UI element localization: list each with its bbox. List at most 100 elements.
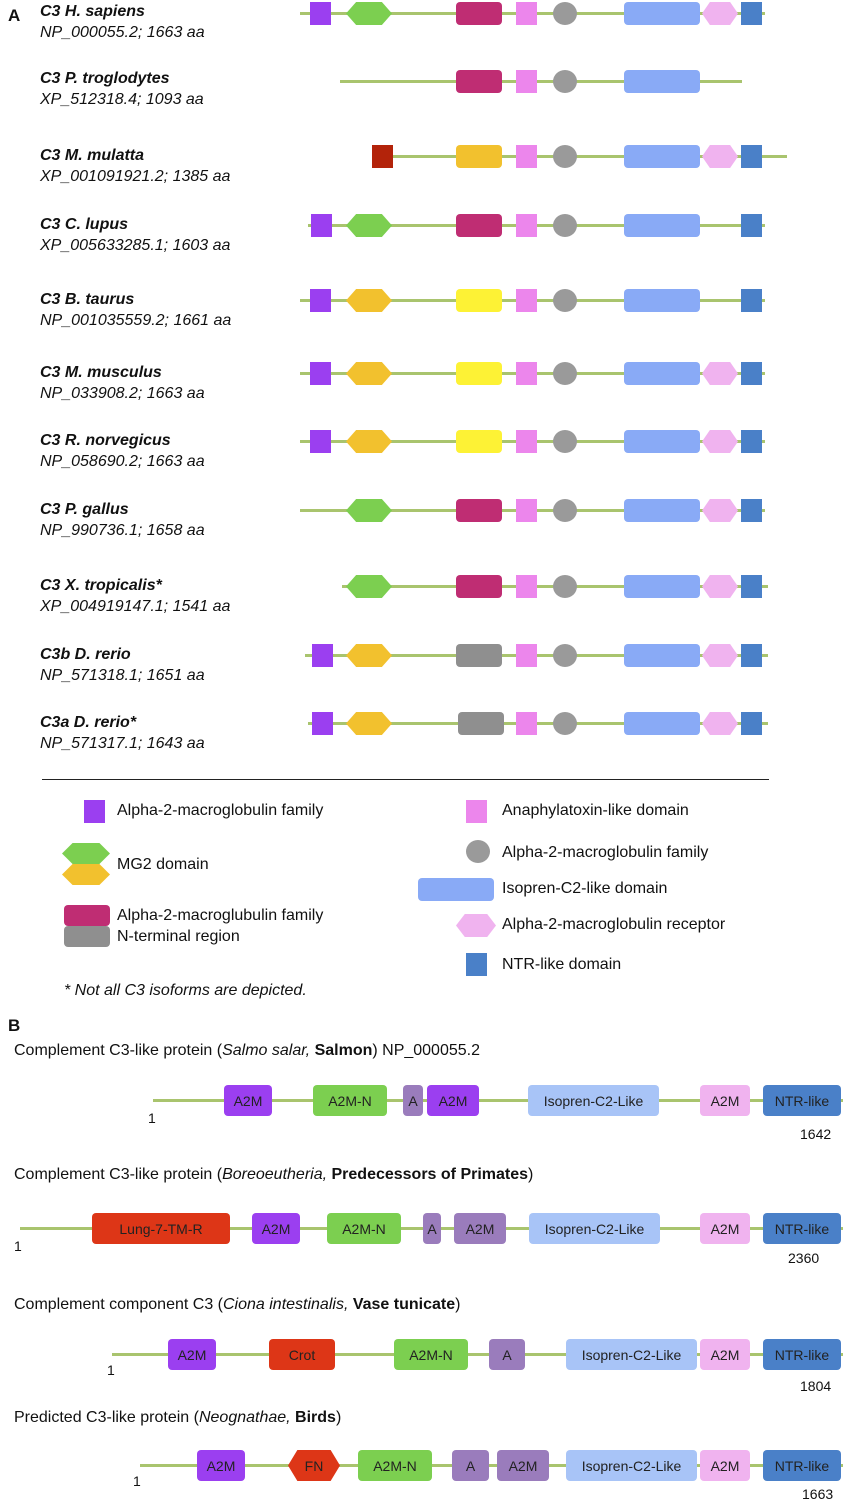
end-position: 1804	[800, 1378, 832, 1394]
species-accession: NP_990736.1; 1658 aa	[40, 522, 205, 539]
anaphylatoxin-domain	[516, 712, 537, 735]
a2m-nterm-domain	[456, 70, 502, 93]
mg2-domain	[346, 289, 392, 312]
protein-title-part: )	[455, 1296, 461, 1313]
start-position: 1	[14, 1238, 22, 1254]
a2m-domain-box: A2M	[252, 1213, 300, 1244]
end-position: 1663	[802, 1486, 834, 1502]
species-name: C3 P. troglodytes	[40, 70, 170, 87]
protein-title: Complement component C3 (Ciona intestina…	[14, 1296, 460, 1314]
a2m-nterm-domain	[458, 712, 504, 735]
a2m-oval-domain	[553, 70, 577, 93]
ntr-domain	[741, 362, 762, 385]
a2m-oval-domain	[553, 575, 577, 598]
ntr-domain-box: NTR-like	[763, 1339, 841, 1370]
legend-ntr-label: NTR-like domain	[502, 956, 622, 973]
species-accession: XP_512318.4; 1093 aa	[40, 91, 204, 108]
protein-title: Complement C3-like protein (Boreoeutheri…	[14, 1166, 533, 1184]
species-name: C3 C. lupus	[40, 216, 129, 233]
isopren-c2-domain	[624, 214, 700, 237]
a-domain-box: A2M	[497, 1450, 549, 1481]
a2m-family-domain	[310, 289, 331, 312]
species-name: C3 B. taurus	[40, 291, 135, 308]
a2m-domain-box: A2M	[427, 1085, 479, 1116]
protein-title-part: )	[528, 1166, 534, 1183]
protein-title-part: Salmon	[310, 1042, 373, 1059]
a2m-oval-domain	[553, 214, 577, 237]
species-accession: NP_571317.1; 1643 aa	[40, 735, 205, 752]
a2m-nterm-domain	[456, 2, 502, 25]
anaphylatoxin-domain	[516, 214, 537, 237]
a2m-oval-domain	[553, 644, 577, 667]
legend-a2m-family-swatch	[84, 800, 105, 823]
a2m-domain-box: A2M	[224, 1085, 272, 1116]
a2m-family-domain	[312, 644, 333, 667]
a2m-oval-domain	[553, 499, 577, 522]
species-accession: NP_001035559.2; 1661 aa	[40, 312, 232, 329]
ntr-domain-box: NTR-like	[763, 1085, 841, 1116]
protein-title-part: Birds	[290, 1409, 336, 1426]
end-position: 1642	[800, 1126, 832, 1142]
a2m-receptor-domain-box: A2M	[700, 1085, 750, 1116]
a2m-nterm-domain	[456, 362, 502, 385]
legend-isopren-label: Isopren-C2-like domain	[502, 880, 668, 897]
protein-title-part: Salmo salar,	[222, 1042, 311, 1059]
legend-receptor-swatch	[456, 914, 496, 937]
protein-title-part: Complement C3-like protein (	[14, 1166, 223, 1183]
isopren-c2-domain	[624, 575, 700, 598]
species-name: C3 M. musculus	[40, 364, 162, 381]
start-position: 1	[133, 1473, 141, 1489]
mg2-domain	[346, 362, 392, 385]
anaphylatoxin-domain	[516, 499, 537, 522]
red-domain-box: FN	[288, 1450, 340, 1481]
a-domain-box: A	[489, 1339, 525, 1370]
legend-anaphylatoxin-label: Anaphylatoxin-like domain	[502, 802, 689, 819]
mg2-domain	[346, 644, 392, 667]
protein-track	[372, 155, 787, 158]
anaphylatoxin-domain	[516, 644, 537, 667]
red-domain-box: Crot	[269, 1339, 335, 1370]
start-position: 1	[148, 1110, 156, 1126]
mg2-domain	[346, 214, 392, 237]
isopren-c2-domain	[624, 430, 700, 453]
isopren-c2-domain-box: Isopren-C2-Like	[566, 1450, 697, 1481]
protein-title-part: Predecessors of Primates	[327, 1166, 529, 1183]
ntr-domain	[741, 712, 762, 735]
species-name: C3 H. sapiens	[40, 3, 145, 20]
isopren-c2-domain	[624, 644, 700, 667]
a2m-oval-domain	[553, 2, 577, 25]
species-accession: XP_004919147.1; 1541 aa	[40, 598, 231, 615]
legend-mg2-green-swatch	[62, 843, 110, 864]
species-accession: NP_571318.1; 1651 aa	[40, 667, 205, 684]
protein-title-part: Complement C3-like protein (	[14, 1042, 223, 1059]
panel-b-label: B	[8, 1016, 21, 1035]
ntr-domain-box: NTR-like	[763, 1450, 841, 1481]
legend-ntr-swatch	[466, 953, 487, 976]
a2m-nterm-domain	[456, 430, 502, 453]
legend-a2m-nterm-label-1: Alpha-2-macroglubulin family	[117, 907, 324, 924]
a2m-family-domain	[310, 2, 331, 25]
mg2-domain	[456, 145, 502, 168]
legend-a2m-family-label: Alpha-2-macroglobulin family	[117, 802, 324, 819]
ntr-domain	[741, 214, 762, 237]
species-accession: NP_033908.2; 1663 aa	[40, 385, 205, 402]
a2m-receptor-domain	[702, 644, 738, 667]
a2m-nterm-domain	[456, 289, 502, 312]
isopren-c2-domain	[624, 362, 700, 385]
start-position: 1	[107, 1362, 115, 1378]
species-name: C3a D. rerio*	[40, 714, 137, 731]
a2m-oval-domain	[553, 362, 577, 385]
a2m-oval-domain	[553, 430, 577, 453]
legend-magenta-swatch	[64, 905, 110, 926]
anaphylatoxin-domain	[516, 2, 537, 25]
anaphylatoxin-domain	[516, 70, 537, 93]
red-domain	[372, 145, 393, 168]
a2m-receptor-domain	[702, 499, 738, 522]
a2m-nterm-domain	[456, 644, 502, 667]
isopren-c2-domain-box: Isopren-C2-Like	[528, 1085, 659, 1116]
isopren-c2-domain	[624, 289, 700, 312]
isopren-c2-domain-box: Isopren-C2-Like	[566, 1339, 697, 1370]
a2m-family-domain	[311, 214, 332, 237]
anaphylatoxin-domain	[516, 145, 537, 168]
protein-title-part: Boreoeutheria,	[222, 1166, 328, 1183]
